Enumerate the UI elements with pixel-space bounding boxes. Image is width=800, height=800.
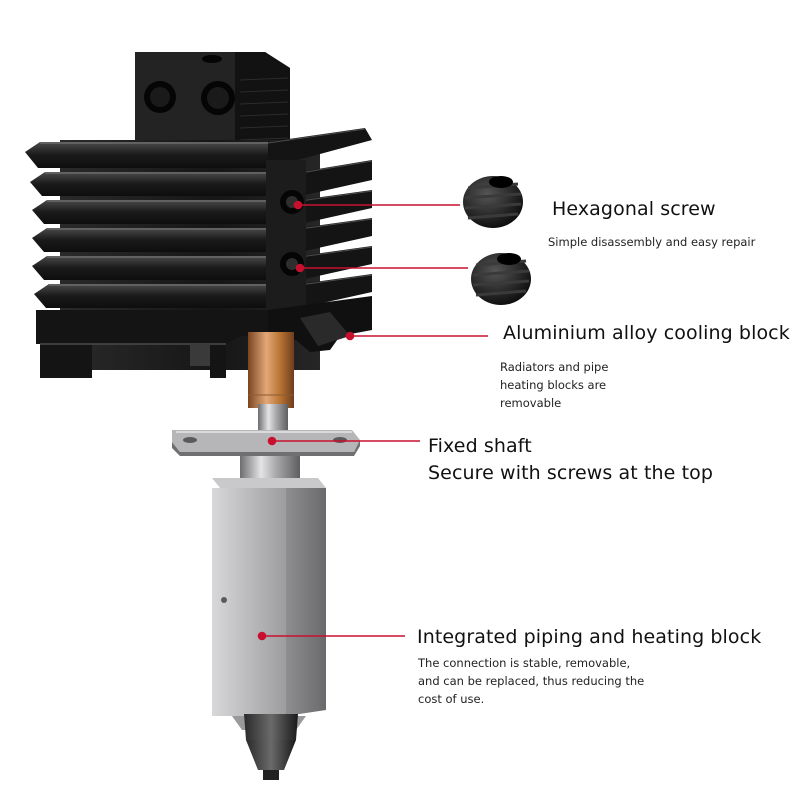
leader-dot-hex-screw-2 <box>295 263 305 273</box>
cooling-block-description: Radiators and pipe heating blocks are re… <box>500 360 609 410</box>
cooling-block <box>25 128 373 378</box>
hex-screw <box>463 176 523 228</box>
nozzle <box>244 714 298 780</box>
cooling-block-title: Aluminium alloy cooling block <box>503 322 790 344</box>
fixed-shaft-subtitle: Secure with screws at the top <box>428 462 714 484</box>
hex-screw <box>471 253 531 305</box>
leader-dot-cooling-block <box>345 331 355 341</box>
heating-block-description: The connection is stable, removable, and… <box>418 656 645 706</box>
hexagonal-screw-title: Hexagonal screw <box>552 198 716 220</box>
leader-dot-heating-block <box>257 631 267 641</box>
copper-heatbreak <box>248 332 294 408</box>
fixed-shaft-title: Fixed shaft <box>428 435 532 457</box>
leader-dot-fixed-shaft <box>267 436 277 446</box>
hexagonal-screw-description: Simple disassembly and easy repair <box>548 235 756 249</box>
heating-block <box>212 478 326 730</box>
heating-block-title: Integrated piping and heating block <box>417 626 762 648</box>
leader-dot-hex-screw <box>293 200 303 210</box>
